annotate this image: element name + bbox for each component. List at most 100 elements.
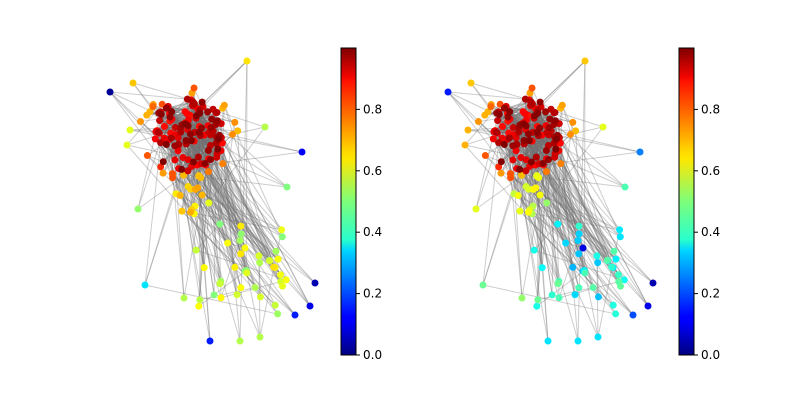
graph-node bbox=[614, 271, 622, 279]
graph-edge bbox=[175, 134, 201, 300]
graph-edge bbox=[197, 108, 242, 235]
graph-node bbox=[106, 88, 114, 96]
graph-node bbox=[183, 95, 191, 103]
panel-left-edges bbox=[109, 60, 316, 342]
graph-edge bbox=[519, 141, 533, 212]
graph-node bbox=[198, 191, 206, 199]
graph-edge bbox=[172, 173, 241, 241]
graph-node bbox=[525, 137, 533, 145]
graph-edge bbox=[169, 120, 242, 227]
graph-edge bbox=[174, 159, 279, 260]
graph-node bbox=[644, 302, 652, 310]
graph-edge bbox=[558, 281, 619, 299]
graph-edge bbox=[519, 124, 537, 188]
graph-node bbox=[569, 263, 577, 271]
graph-node bbox=[500, 141, 508, 149]
graph-node bbox=[512, 147, 520, 155]
graph-edge bbox=[557, 142, 626, 188]
graph-edge bbox=[194, 206, 205, 268]
graph-node bbox=[616, 233, 624, 241]
graph-node bbox=[546, 115, 554, 123]
graph-node bbox=[575, 284, 583, 292]
graph-edge bbox=[527, 115, 537, 158]
graph-node bbox=[217, 294, 225, 302]
graph-edge bbox=[528, 99, 580, 235]
graph-edge bbox=[213, 137, 218, 295]
graph-node bbox=[186, 130, 194, 138]
graph-edge bbox=[583, 60, 586, 271]
graph-edge bbox=[482, 284, 616, 315]
graph-edge bbox=[515, 150, 547, 160]
graph-node bbox=[256, 259, 264, 267]
graph-node bbox=[306, 302, 314, 310]
graph-node bbox=[162, 141, 170, 149]
graph-node bbox=[574, 237, 582, 245]
graph-node bbox=[196, 296, 204, 304]
graph-edge bbox=[126, 144, 184, 158]
graph-edge bbox=[525, 129, 621, 238]
graph-edge bbox=[496, 133, 584, 272]
graph-edge bbox=[167, 105, 233, 135]
graph-edge bbox=[169, 101, 194, 118]
graph-edge bbox=[219, 143, 270, 261]
graph-edge bbox=[497, 108, 536, 122]
graph-edge bbox=[506, 139, 521, 170]
graph-node bbox=[533, 128, 541, 136]
graph-edge bbox=[239, 60, 248, 342]
graph-edge bbox=[533, 223, 559, 251]
graph-node bbox=[504, 113, 512, 121]
graph-edge bbox=[178, 168, 271, 262]
graph-node bbox=[207, 156, 215, 164]
graph-edge bbox=[519, 169, 567, 244]
graph-edge bbox=[165, 144, 261, 263]
graph-edge bbox=[510, 175, 654, 284]
panel-left-nodes bbox=[106, 57, 319, 345]
graph-edge bbox=[175, 113, 201, 194]
graph-edge bbox=[505, 105, 571, 135]
graph-node bbox=[532, 153, 540, 161]
graph-node bbox=[525, 208, 533, 216]
graph-edge bbox=[129, 129, 157, 133]
graph-edge bbox=[510, 173, 634, 316]
graph-edge bbox=[172, 175, 316, 284]
graph-edge bbox=[146, 155, 296, 316]
colorbar-tick-label: 0.2 bbox=[363, 287, 382, 301]
graph-node bbox=[182, 137, 190, 145]
graph-node bbox=[497, 158, 505, 166]
graph-edge bbox=[533, 249, 625, 281]
graph-node bbox=[542, 146, 550, 154]
graph-node bbox=[180, 294, 188, 302]
graph-node bbox=[507, 174, 515, 182]
graph-edge bbox=[190, 188, 282, 231]
graph-node bbox=[521, 110, 529, 118]
graph-node bbox=[516, 165, 524, 173]
graph-node bbox=[505, 134, 513, 142]
graph-node bbox=[187, 137, 195, 145]
graph-edge bbox=[533, 117, 615, 252]
graph-node bbox=[193, 112, 201, 120]
colorbar-left-ticks: 0.00.20.40.60.8 bbox=[356, 102, 382, 362]
graph-node bbox=[551, 117, 559, 125]
graph-node bbox=[472, 205, 480, 213]
graph-edge bbox=[535, 123, 560, 158]
graph-node bbox=[274, 310, 282, 318]
graph-node bbox=[518, 294, 526, 302]
graph-node bbox=[617, 282, 625, 290]
graph-node bbox=[279, 282, 287, 290]
graph-node bbox=[487, 103, 495, 111]
graph-node bbox=[542, 168, 550, 176]
graph-node bbox=[233, 291, 241, 299]
graph-node bbox=[555, 294, 563, 302]
graph-edge bbox=[195, 117, 277, 252]
graph-node bbox=[552, 145, 560, 153]
graph-node bbox=[543, 199, 551, 207]
graph-node bbox=[528, 100, 536, 108]
graph-edge bbox=[197, 60, 248, 110]
graph-edge bbox=[536, 111, 594, 288]
graph-edge bbox=[190, 189, 205, 268]
graph-node bbox=[169, 174, 177, 182]
graph-node bbox=[231, 263, 239, 271]
graph-edge bbox=[537, 287, 594, 301]
graph-edge bbox=[198, 111, 256, 288]
graph-edge bbox=[208, 171, 277, 252]
